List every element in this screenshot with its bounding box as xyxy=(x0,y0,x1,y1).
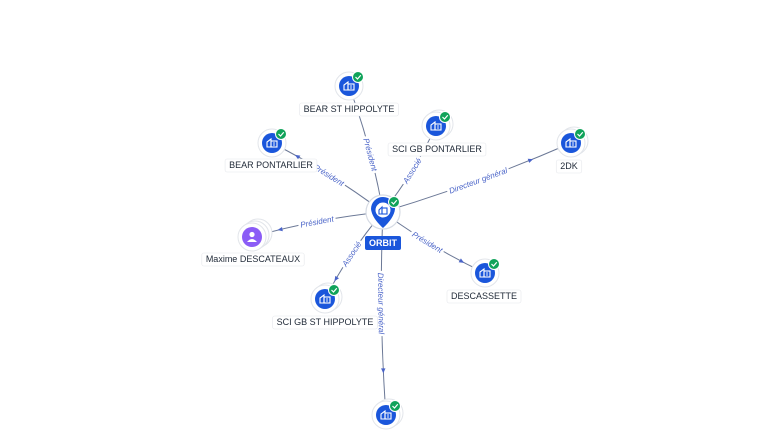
edge-arrow-icon xyxy=(334,275,339,282)
edge-arrow-icon xyxy=(294,154,301,160)
building-icon xyxy=(430,120,442,131)
node-sci-gb-st-hippolyte[interactable]: SCI GB ST HIPPOLYTE xyxy=(272,282,378,330)
verified-check-icon xyxy=(388,196,400,208)
edge-relation-label: Président xyxy=(300,214,336,229)
edge-relation-label: Directeur général xyxy=(376,273,386,335)
verified-check-icon xyxy=(275,128,287,140)
node-label[interactable]: 2DK xyxy=(560,161,578,171)
center-node-label[interactable]: ORBIT xyxy=(369,238,398,248)
edge-relation-label: Président xyxy=(361,137,379,173)
node-label[interactable]: SCI GB ST HIPPOLYTE xyxy=(277,317,374,327)
node-label[interactable]: BEAR ST HIPPOLYTE xyxy=(304,104,395,114)
building-icon xyxy=(266,137,278,148)
edge-relation-label: Associé xyxy=(340,240,364,270)
building-icon xyxy=(565,137,577,148)
edge-relation-label: Président xyxy=(410,230,444,255)
building-icon xyxy=(319,293,331,304)
verified-check-icon xyxy=(574,128,586,140)
node-2dk[interactable]: 2DK xyxy=(555,126,589,174)
edge-arrow-icon xyxy=(527,158,534,163)
building-icon xyxy=(343,80,355,91)
edge-arrow-icon xyxy=(277,226,283,232)
verified-check-icon xyxy=(488,258,500,270)
verified-check-icon xyxy=(439,111,451,123)
verified-check-icon xyxy=(352,71,364,83)
building-icon xyxy=(380,409,392,420)
node-sci-gb-pontarlier[interactable]: SCI GB PONTARLIER xyxy=(387,109,487,157)
node-bear-st-hippolyte[interactable]: BEAR ST HIPPOLYTE xyxy=(299,71,399,117)
node-descassette[interactable]: DESCASSETTE xyxy=(446,258,522,304)
center-node[interactable]: ORBIT xyxy=(365,194,401,250)
building-icon xyxy=(479,267,491,278)
person-icon xyxy=(247,231,257,242)
node-maxime-descateaux[interactable]: Maxime DESCATEAUX xyxy=(201,218,305,267)
node-bear-pontarlier[interactable]: BEAR PONTARLIER xyxy=(224,128,318,173)
node-bottom-company[interactable] xyxy=(371,398,404,430)
center-label-pill xyxy=(365,236,401,250)
edge-arrow-icon xyxy=(381,368,386,374)
node-label[interactable]: BEAR PONTARLIER xyxy=(229,160,313,170)
edge-relation-label: Directeur général xyxy=(448,166,509,196)
node-label[interactable]: SCI GB PONTARLIER xyxy=(392,144,482,154)
node-label[interactable]: Maxime DESCATEAUX xyxy=(206,254,300,264)
node-label[interactable]: DESCASSETTE xyxy=(451,291,517,301)
building-icon xyxy=(378,205,388,215)
edge-arrow-icon xyxy=(458,258,465,263)
verified-check-icon xyxy=(389,400,401,412)
verified-check-icon xyxy=(328,284,340,296)
